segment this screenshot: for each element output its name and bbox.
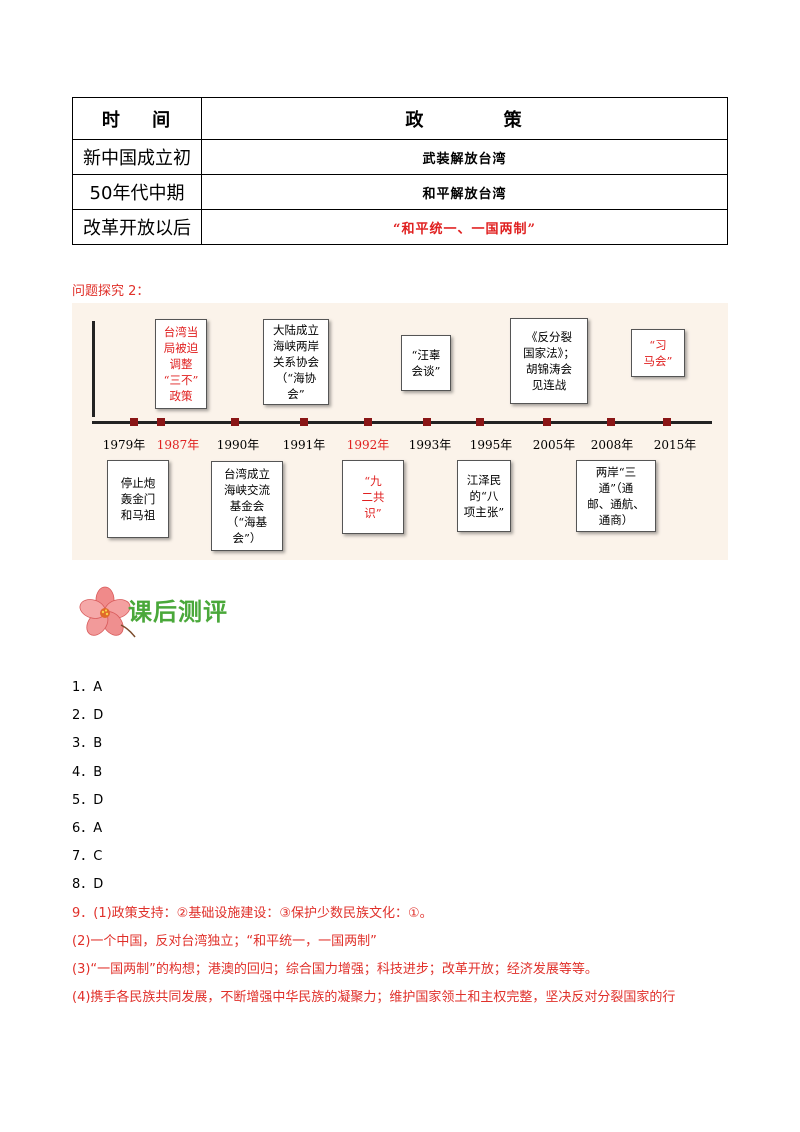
timeline-event-line: 基金会 [229,499,265,513]
table-header-row: 时 间 政 策 [72,97,728,140]
timeline-event-box: 《反分裂国家法》； 胡锦涛会见连战 [510,318,588,404]
timeline-marker [231,418,239,426]
timeline-year-label: 1993年 [408,438,452,452]
timeline-event-line: 的“八 [469,489,499,503]
answer-line: 9．(1)政策支持：②基础设施建设：③保护少数民族文化：①。 [72,905,433,921]
question-label: 问题探究 2： [72,284,150,299]
section-heading: 课后测评 [128,598,228,626]
timeline-event-line: 马会” [643,354,673,368]
timeline-event-line: 识” [364,506,382,520]
timeline-event-line: 政策 [169,389,193,403]
table-row: 改革开放以后 “和平统一、一国两制” [72,209,728,245]
answer-line: 5．D [72,792,104,808]
timeline-event-line: 会”） [232,531,262,545]
timeline-marker [423,418,431,426]
timeline-marker [364,418,372,426]
answer-line: (3)“一国两制”的构想；港澳的回归；综合国力增强；科技进步；改革开放；经济发展… [72,962,598,977]
timeline-event-line: 国家法》； [523,346,575,360]
timeline-figure: 1979年 1987年 1990年 1991年 1992年 1993年 1995年 2005年… [72,303,728,560]
header-policy-label: 政 策 [405,109,524,131]
timeline-marker [663,418,671,426]
timeline-year-label: 1995年 [469,438,513,452]
timeline-event-line: 局被迫 [163,341,199,355]
time-cell: 改革开放以后 [72,209,202,245]
timeline-event-box: 台湾当局被迫调整 “三不” 政策 [155,319,207,409]
timeline-event-line: “三不” [163,373,199,387]
policy-cell-highlighted: “和平统一、一国两制” [201,209,728,245]
timeline-event-line: 调整 [169,357,193,371]
timeline-marker [543,418,551,426]
timeline-horizontal-axis [92,421,712,424]
timeline-year-label: 1979年 [102,438,146,452]
timeline-year-label: 1990年 [216,438,260,452]
timeline-event-box: “汪辜会谈” [401,335,451,391]
timeline-event-line: 会” [287,387,305,401]
timeline-marker [130,418,138,426]
timeline-year-label: 2005年 [532,438,576,452]
timeline-event-box: 江泽民的“八项主张” [457,460,511,532]
timeline-event-line: 会谈” [411,364,441,378]
answer-line: 7．C [72,849,103,865]
timeline-event-line: 《反分裂 [526,330,572,344]
timeline-event-box: 大陆成立海峡两岸关系协会 （“海协会” [263,319,329,405]
flower-icon [79,586,136,638]
timeline-event-line: 二共 [361,490,385,504]
timeline-event-line: （“海协 [275,371,317,385]
timeline-event-line: 和马祖 [120,508,156,522]
policy-cell: 和平解放台湾 [201,174,728,210]
timeline-event-line: “九 [364,474,382,488]
answer-line: 4．B [72,764,103,780]
timeline-marker [476,418,484,426]
answer-line: 8．D [72,877,104,893]
table-row: 新中国成立初 武装解放台湾 [72,139,728,175]
timeline-vertical-axis [92,321,95,417]
timeline-year-label: 1987年 [156,438,200,452]
timeline-event-line: 项主张” [463,505,505,519]
timeline-event-line: 通”（通 [598,481,634,495]
timeline-event-box: “九二共识” [342,460,404,534]
timeline-event-line: 胡锦涛会 [526,362,572,376]
header-policy: 政 策 [201,97,728,140]
answer-line: 3．B [72,736,103,752]
timeline-marker [157,418,165,426]
answer-line: 1．A [72,680,103,695]
timeline-event-line: 两岸“三 [595,465,637,479]
timeline-event-line: 见连战 [531,378,567,392]
timeline-event-line: 台湾成立 [224,467,270,481]
timeline-event-line: 海峡两岸 [273,339,319,353]
timeline-event-line: （“海基 [226,515,268,529]
policy-table: 时 间 政 策 新中国成立初 武装解放台湾 50年代中期 和平解放台湾 改革开放… [72,97,728,245]
answer-line: 6．A [72,821,103,836]
answer-line: 2．D [72,708,104,724]
timeline-marker [300,418,308,426]
timeline-event-line: 邮、通航、 [587,497,645,511]
header-time-label: 时 间 [101,109,173,131]
time-cell: 新中国成立初 [72,139,202,175]
table-row: 50年代中期 和平解放台湾 [72,174,728,210]
answer-line: (4)携手各民族共同发展，不断增强中华民族的凝聚力；维护国家领土和主权完整，坚决… [72,990,676,1006]
timeline-event-box: “习马会” [631,329,685,377]
timeline-event-line: 通商） [598,513,634,527]
timeline-year-label: 1992年 [346,438,390,452]
timeline-event-line: 大陆成立 [273,323,319,337]
timeline-event-line: 轰金门 [120,492,156,506]
policy-cell: 武装解放台湾 [201,139,728,175]
timeline-event-line: 江泽民 [466,473,502,487]
timeline-event-line: 停止炮 [120,476,156,490]
timeline-year-label: 1991年 [282,438,326,452]
timeline-event-line: 台湾当 [163,325,199,339]
timeline-event-line: 关系协会 [273,355,319,369]
timeline-event-line: “习 [649,338,667,352]
timeline-event-box: 两岸“三通”（通邮、通航、通商） [576,460,656,532]
answer-line: (2)一个中国，反对台湾独立；“和平统一，一国两制” [72,933,377,949]
timeline-event-line: 海峡交流 [224,483,270,497]
timeline-year-label: 2015年 [653,438,697,452]
timeline-event-box: 停止炮轰金门和马祖 [107,460,169,538]
header-time: 时 间 [72,97,202,140]
timeline-marker [607,418,615,426]
timeline-event-line: “汪辜 [411,348,441,362]
timeline-event-box: 台湾成立海峡交流基金会 （“海基会”） [211,461,283,551]
timeline-year-label: 2008年 [590,438,634,452]
time-cell: 50年代中期 [72,174,202,210]
